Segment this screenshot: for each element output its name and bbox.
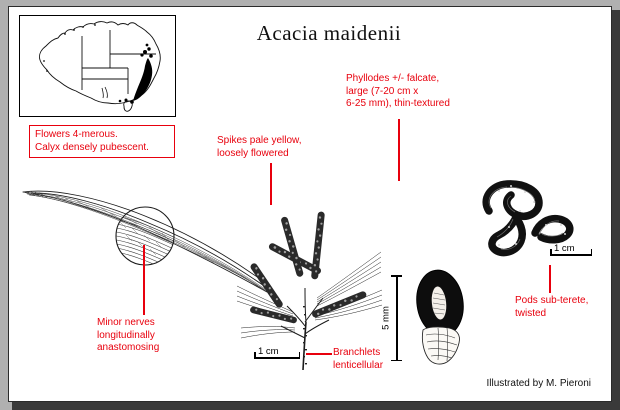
annotation-phyllodes: Phyllodes +/- falcate, large (7-20 cm x …	[346, 73, 450, 109]
annotation-minor-nerves: Minor nerves longitudinally anastomosing	[97, 317, 160, 353]
annotation-pods: Pods sub-terete, twisted	[515, 295, 589, 319]
scale-bar-seed: 5 mm	[380, 275, 407, 361]
leader-line-phyllodes	[398, 119, 400, 181]
illustrator-credit: Illustrated by M. Pieroni	[486, 378, 592, 389]
leader-line-spikes	[270, 163, 272, 205]
twisted-pods-drawing	[482, 180, 574, 257]
leader-line-minor-nerves	[143, 245, 145, 315]
flowering-branchlet-drawing	[237, 211, 382, 371]
scale-bar-seed-label: 5 mm	[380, 306, 392, 330]
leader-line-branchlets	[306, 353, 332, 355]
australia-distribution-map	[19, 15, 176, 117]
nerve-detail-magnifier	[115, 206, 175, 266]
annotation-branchlets: Branchlets lenticellular	[333, 347, 384, 371]
page-title: Acacia maidenii	[256, 21, 402, 45]
callout-flowers: Flowers 4-merous. Calyx densely pubescen…	[29, 125, 175, 158]
scale-bar-pod: 1 cm	[550, 243, 592, 259]
seed-with-aril-drawing	[416, 269, 464, 365]
illustration-plate: Acacia maidenii	[8, 6, 612, 402]
plate-shadow-bottom	[12, 402, 620, 410]
scale-bar-branchlet: 1 cm	[254, 346, 300, 362]
annotation-spikes: Spikes pale yellow, loosely flowered	[217, 135, 302, 159]
scale-bar-branchlet-label: 1 cm	[258, 346, 279, 357]
leader-line-pods	[549, 265, 551, 293]
plate-shadow-right	[612, 10, 620, 410]
scale-bar-pod-label: 1 cm	[554, 243, 575, 254]
